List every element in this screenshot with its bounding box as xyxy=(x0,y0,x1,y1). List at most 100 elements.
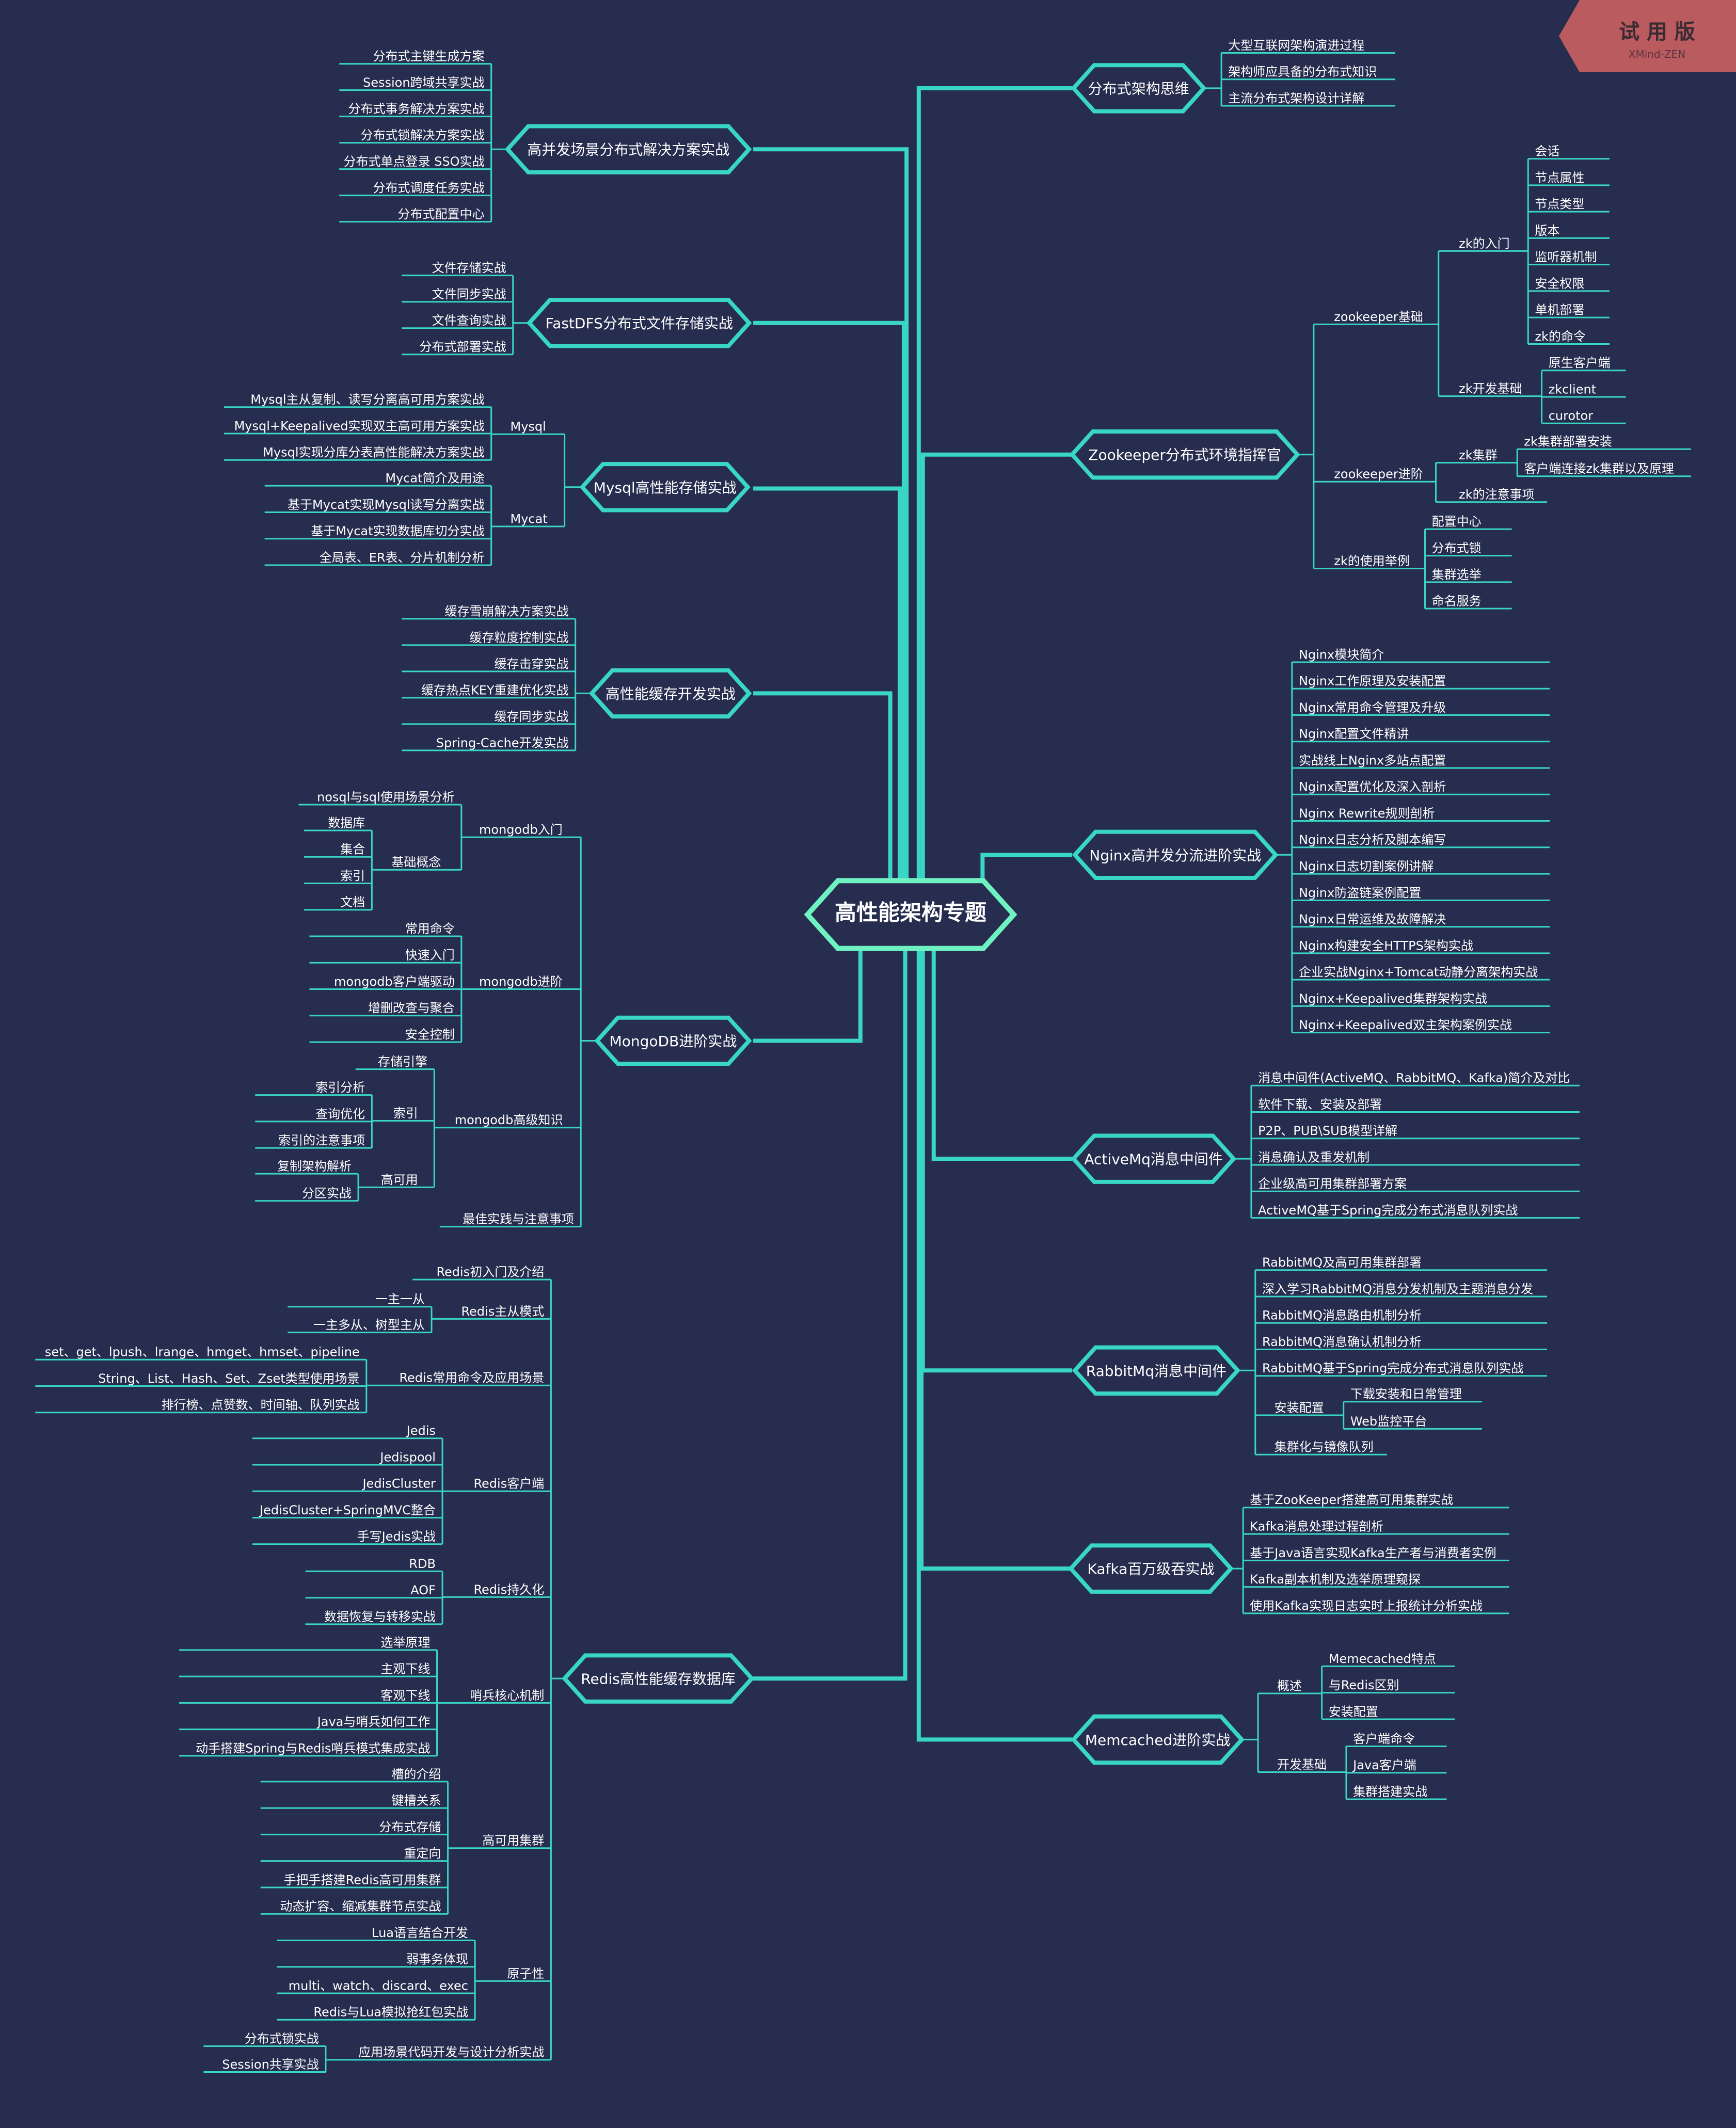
leaf-zk-intro: 节点属性 xyxy=(1535,170,1584,185)
sub-zk-dev: zk开发基础 xyxy=(1459,381,1522,396)
leaf-redis-ms: 一主一从 xyxy=(375,1292,425,1306)
leaf-zk-intro: 版本 xyxy=(1535,223,1559,238)
leaf-r3: Nginx模块简介 xyxy=(1299,647,1384,662)
leaf-redis-cmd: set、get、lpush、lrange、hmget、hmset、pipelin… xyxy=(45,1345,360,1359)
sub-mongo-best: 最佳实践与注意事项 xyxy=(463,1212,574,1226)
branch-r3[interactable]: Nginx高并发分流进阶实战 xyxy=(1089,847,1261,864)
sub-mongo-high: mongodb高级知识 xyxy=(455,1113,563,1127)
leaf-zk-usage: 集群选举 xyxy=(1432,567,1482,582)
leaf-r3: Nginx常用命令管理及升级 xyxy=(1299,700,1446,715)
branch-r4[interactable]: ActiveMq消息中间件 xyxy=(1084,1151,1223,1168)
sub-redis-cluster: 高可用集群 xyxy=(482,1833,544,1848)
leaf-b4: 缓存雪崩解决方案实战 xyxy=(445,604,569,618)
leaf-redis-cluster: 键槽关系 xyxy=(391,1794,441,1808)
leaf-r3: Nginx配置优化及深入剖析 xyxy=(1299,780,1446,794)
leaf-r3: Nginx+Keepalived双主架构案例实战 xyxy=(1299,1018,1512,1032)
leaf-r3: Nginx构建安全HTTPS架构实战 xyxy=(1299,938,1473,953)
leaf-r6: Kafka消息处理过程剖析 xyxy=(1250,1519,1383,1534)
leaf-r3: Nginx Rewrite规则剖析 xyxy=(1299,806,1435,821)
sub-mongo-intro: mongodb入门 xyxy=(479,823,563,837)
leaf-r3: 实战线上Nginx多站点配置 xyxy=(1299,753,1446,767)
leaf-r5: RabbitMQ消息确认机制分析 xyxy=(1262,1335,1422,1349)
sub-mysql: Mysql xyxy=(511,420,546,434)
branch-b3-box xyxy=(579,462,751,513)
leaf-mycat: 基于Mycat实现Mysql读写分离实战 xyxy=(288,498,485,512)
leaf-b2: 文件存储实战 xyxy=(432,261,506,275)
sub-redis-atomic: 原子性 xyxy=(507,1966,544,1981)
sub-mongo-basic: 基础概念 xyxy=(391,855,441,870)
branch-b5-box xyxy=(594,1015,752,1066)
leaf-r1: 大型互联网架构演进过程 xyxy=(1228,38,1364,53)
central-topic[interactable]: 高性能架构专题 xyxy=(835,900,986,925)
leaf-redis-sentinel: Java与哨兵如何工作 xyxy=(316,1715,431,1729)
leaf-redis-sentinel: 动手搭建Spring与Redis哨兵模式集成实战 xyxy=(196,1741,430,1755)
trial-badge: 试 用 版 XMind-ZEN xyxy=(1559,0,1736,72)
leaf-mysql: Mysql+Keepalived实现双主高可用方案实战 xyxy=(234,419,485,433)
leaf-zk-intro: 会话 xyxy=(1535,144,1559,158)
leaf-r4: 软件下载、安装及部署 xyxy=(1258,1097,1382,1112)
sub-redis-intro: Redis初入门及介绍 xyxy=(436,1265,544,1279)
leaf-mc-overview: Memecached特点 xyxy=(1329,1652,1436,1666)
branch-r6[interactable]: Kafka百万级吞实战 xyxy=(1088,1561,1215,1578)
branch-r5[interactable]: RabbitMq消息中间件 xyxy=(1086,1363,1227,1380)
leaf-redis-client: JedisCluster+SpringMVC整合 xyxy=(259,1503,436,1517)
leaf-mongo-basic: 数据库 xyxy=(328,815,365,830)
leaf-b2: 分布式部署实战 xyxy=(420,340,506,354)
leaf-redis-persist: RDB xyxy=(409,1557,436,1571)
leaf-r3: Nginx工作原理及安装配置 xyxy=(1299,674,1446,689)
leaf-b1: 分布式主键生成方案 xyxy=(373,49,485,63)
sub-mongo-index: 索引 xyxy=(393,1106,418,1121)
leaf-mysql: Mysql实现分库分表高性能解决方案实战 xyxy=(263,445,484,460)
leaf-r3: Nginx日志切割案例讲解 xyxy=(1299,859,1434,874)
sub-mc-dev: 开发基础 xyxy=(1277,1757,1327,1772)
leaf-b1: 分布式调度任务实战 xyxy=(373,181,485,195)
leaf-redis-sentinel: 选举原理 xyxy=(380,1635,430,1650)
leaf-zk-intro: 安全权限 xyxy=(1535,276,1584,291)
sub-mc-overview: 概述 xyxy=(1277,1678,1302,1693)
leaf-rmq-setup: 下载安装和日常管理 xyxy=(1350,1387,1462,1401)
leaf-redis-client: JedisCluster xyxy=(361,1477,436,1491)
sub-redis-cmd: Redis常用命令及应用场景 xyxy=(399,1371,544,1385)
branch-b1-box xyxy=(504,124,752,174)
leaf-mongo-adv: 常用命令 xyxy=(405,921,455,936)
branch-r7[interactable]: Memcached进阶实战 xyxy=(1085,1732,1230,1749)
trial-label: 试 用 版 xyxy=(1619,20,1695,44)
leaf-redis-scene: Session共享实战 xyxy=(222,2057,319,2072)
leaf-mc-dev: 客户端命令 xyxy=(1353,1732,1415,1746)
leaf-r4: 企业级高可用集群部署方案 xyxy=(1258,1177,1407,1191)
leaf-zk-intro: 单机部署 xyxy=(1535,303,1584,317)
leaf-redis-atomic: multi、watch、discard、exec xyxy=(289,1978,468,1993)
leaf-zk-dev: zkclient xyxy=(1549,382,1596,396)
leaf-redis-persist: 数据恢复与转移实战 xyxy=(324,1609,436,1624)
leaf-r4: 消息确认及重发机制 xyxy=(1258,1150,1369,1164)
leaf-redis-cmd: 排行榜、点赞数、时间轴、队列实战 xyxy=(162,1398,360,1412)
leaf-redis-cluster: 手把手搭建Redis高可用集群 xyxy=(284,1873,441,1887)
branch-b6[interactable]: Redis高性能缓存数据库 xyxy=(581,1671,736,1688)
sub-mongo-ha: 高可用 xyxy=(381,1173,418,1187)
branch-b2-box xyxy=(526,298,752,348)
leaf-b1: 分布式配置中心 xyxy=(398,207,485,221)
leaf-r5: RabbitMQ基于Spring完成分布式消息队列实战 xyxy=(1262,1361,1523,1375)
leaf-mc-overview: 与Redis区别 xyxy=(1329,1678,1399,1692)
branch-b1[interactable]: 高并发场景分布式解决方案实战 xyxy=(527,141,729,158)
branch-r1[interactable]: 分布式架构思维 xyxy=(1088,80,1189,97)
branch-b3[interactable]: Mysql高性能存储实战 xyxy=(594,479,737,496)
sub-rmq-setup: 安装配置 xyxy=(1275,1400,1324,1415)
leaf-redis-client: Jedis xyxy=(406,1423,436,1438)
leaf-zk-usage: 配置中心 xyxy=(1432,515,1482,529)
leaf-mc-dev: Java客户端 xyxy=(1352,1758,1416,1772)
branch-b4[interactable]: 高性能缓存开发实战 xyxy=(606,685,736,702)
leaf-mysql: Mysql主从复制、读写分离高可用方案实战 xyxy=(250,392,484,407)
branch-b2[interactable]: FastDFS分布式文件存储实战 xyxy=(546,315,733,332)
sub-zk-cluster: zk集群 xyxy=(1459,448,1498,462)
leaf-b1: 分布式锁解决方案实战 xyxy=(361,128,485,142)
leaf-zk-cluster: 客户端连接zk集群以及原理 xyxy=(1524,461,1674,476)
branch-r2[interactable]: Zookeeper分布式环境指挥官 xyxy=(1088,446,1281,463)
branch-b5[interactable]: MongoDB进阶实战 xyxy=(610,1033,737,1050)
leaf-mongo-basic: 集合 xyxy=(340,842,365,857)
leaf-mongo-intro: nosql与sql使用场景分析 xyxy=(317,790,455,804)
leaf-mongo-index: 索引的注意事项 xyxy=(278,1133,365,1148)
leaf-redis-persist: AOF xyxy=(410,1583,436,1597)
sub-zk-notice: zk的注意事项 xyxy=(1459,487,1535,502)
